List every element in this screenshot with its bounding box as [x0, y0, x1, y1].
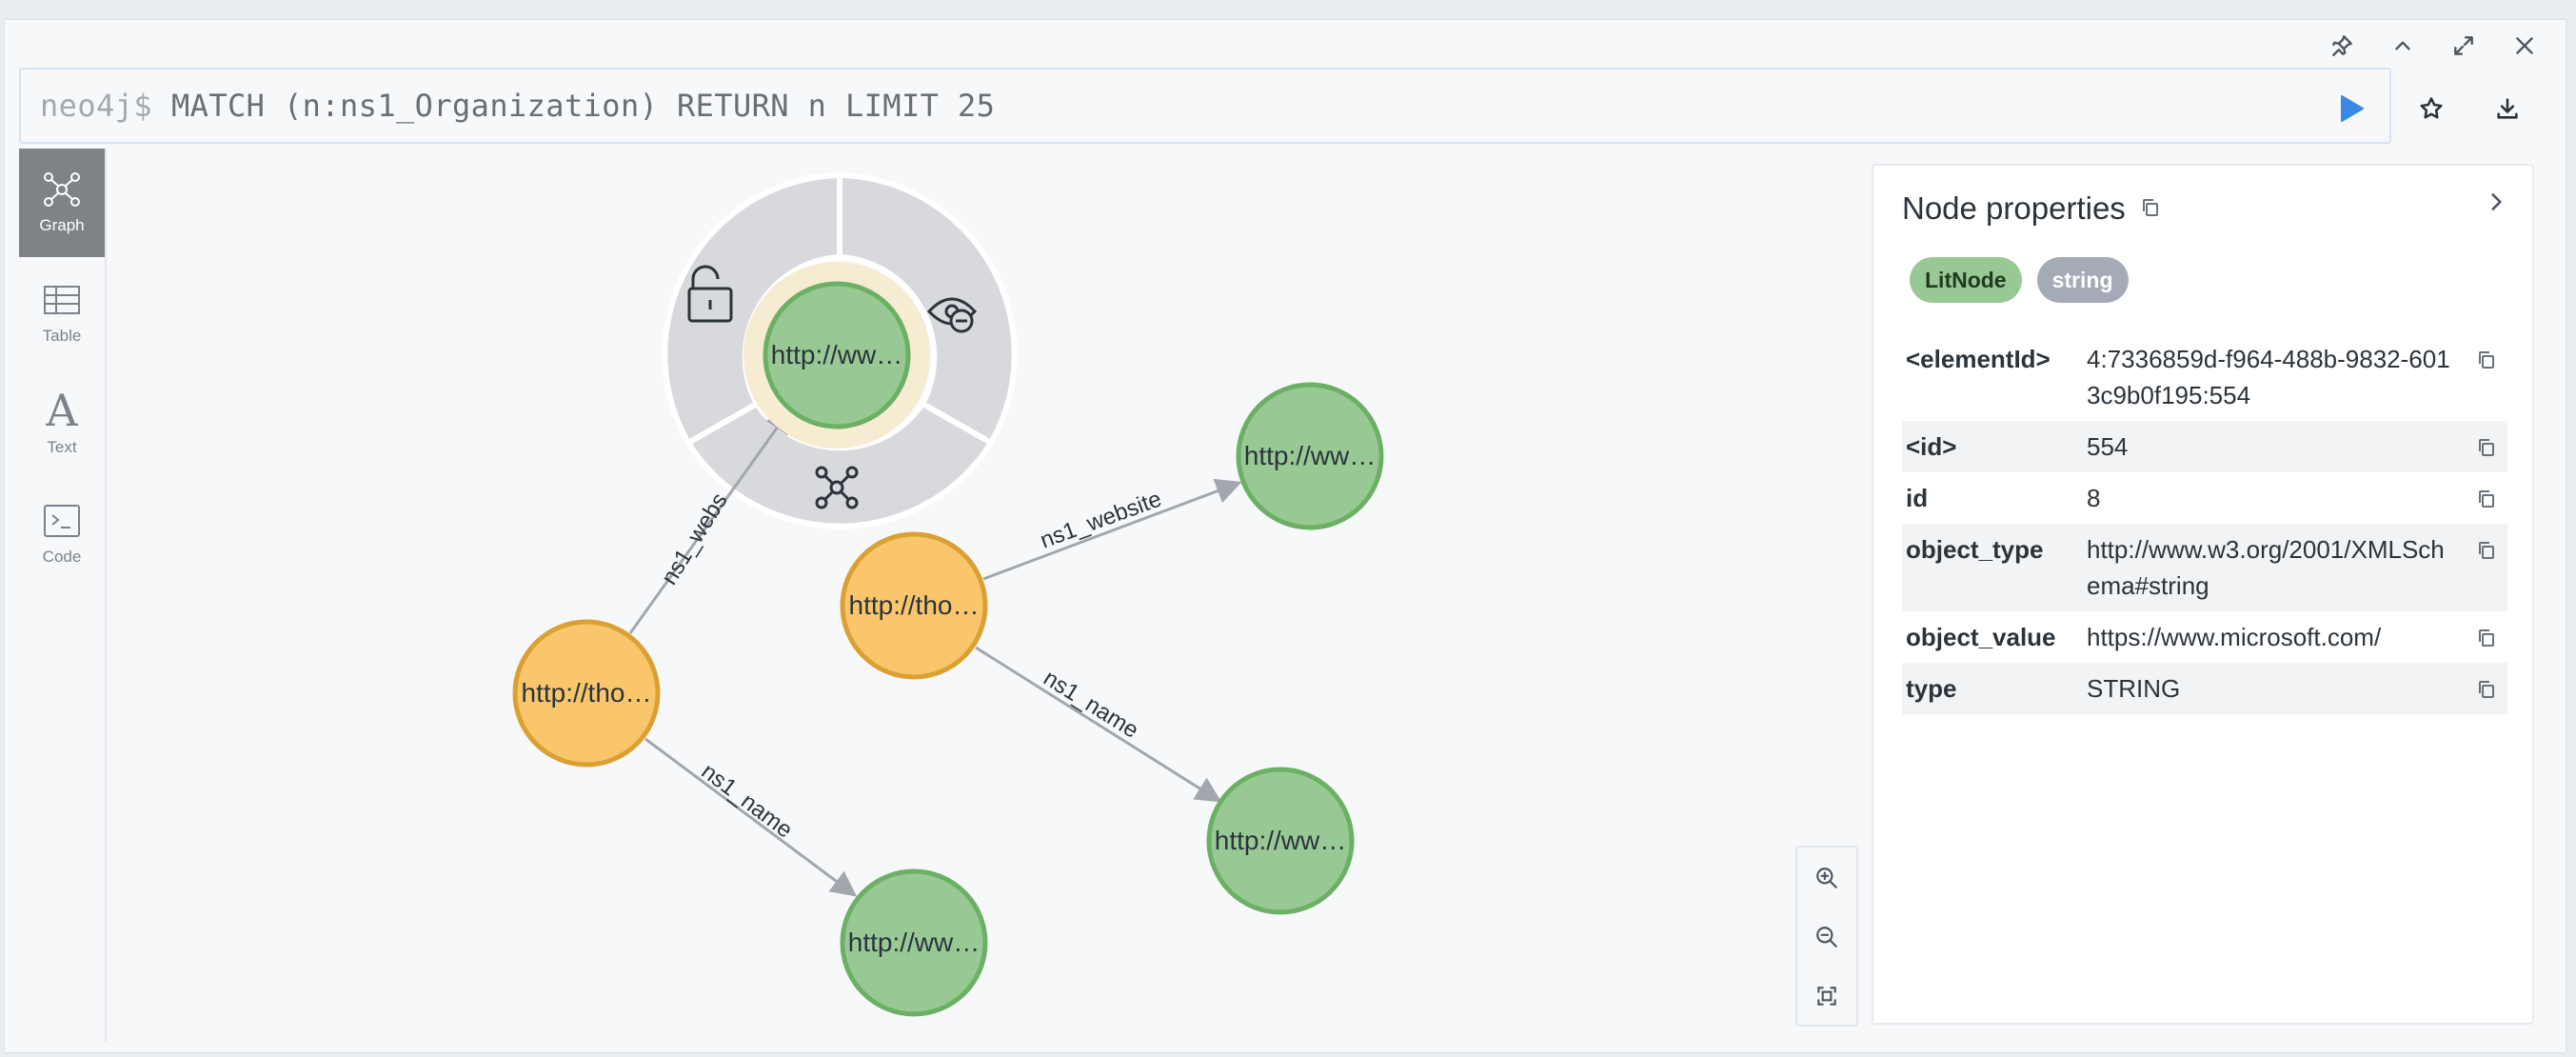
- properties-header: Node properties: [1902, 190, 2162, 227]
- view-table-label: Table: [42, 327, 82, 345]
- copy-icon[interactable]: [2475, 535, 2498, 559]
- run-query-button[interactable]: [2332, 90, 2370, 128]
- view-text-label: Text: [47, 438, 77, 456]
- download-icon: [2497, 98, 2518, 119]
- edge-label: ns1_website: [1037, 486, 1165, 553]
- property-row: <id> 554: [1902, 421, 2507, 472]
- graph-canvas[interactable]: ns1_webs ns1_website ns1_name ns1_name h…: [107, 149, 1858, 1042]
- close-icon[interactable]: [2506, 27, 2544, 65]
- view-code-button[interactable]: Code: [19, 480, 105, 588]
- copy-icon[interactable]: [2139, 190, 2162, 227]
- hide-icon: [926, 297, 978, 333]
- radial-menu: [662, 171, 1018, 529]
- radial-hide-segment[interactable]: [837, 171, 1018, 448]
- table-icon: [44, 286, 80, 314]
- property-value: https://www.microsoft.com/: [2087, 623, 2382, 651]
- collapse-up-icon[interactable]: [2384, 27, 2422, 65]
- view-code-label: Code: [42, 548, 82, 566]
- graph-node[interactable]: http://tho…: [512, 619, 661, 768]
- property-key: id: [1906, 484, 1929, 512]
- zoom-in-button[interactable]: [1806, 857, 1848, 899]
- view-graph-button[interactable]: Graph: [19, 149, 105, 257]
- chevron-right-icon: [2491, 193, 2502, 210]
- property-key: object_value: [1906, 623, 2056, 651]
- property-value: 554: [2087, 432, 2129, 461]
- copy-icon[interactable]: [2475, 484, 2498, 508]
- query-text[interactable]: MATCH (n:ns1_Organization) RETURN n LIMI…: [171, 88, 996, 124]
- property-row: object_value https://www.microsoft.com/: [1902, 611, 2507, 663]
- view-sidebar: Graph Table A Text Code: [19, 149, 107, 1042]
- unlock-icon: [687, 265, 733, 323]
- edge-label: ns1_name: [697, 759, 798, 844]
- text-icon: A: [46, 385, 78, 436]
- edge-n4-n6[interactable]: ns1_name: [644, 737, 858, 897]
- node-label: http://ww…: [771, 340, 902, 369]
- graph-svg[interactable]: ns1_webs ns1_website ns1_name ns1_name h…: [107, 149, 1858, 1042]
- pin-icon[interactable]: [2323, 27, 2361, 65]
- node-label: http://ww…: [848, 927, 980, 957]
- zoom-out-icon: [1816, 927, 1837, 947]
- edge-label: ns1_name: [1039, 665, 1142, 743]
- graph-icon: [44, 172, 80, 207]
- property-row: object_type http://www.w3.org/2001/XMLSc…: [1902, 524, 2507, 611]
- property-value: 4:7336859d-f964-488b-9832-6013c9b0f195:5…: [2087, 345, 2450, 409]
- property-value: http://www.w3.org/2001/XMLSchema#string: [2087, 535, 2445, 600]
- play-icon: [2341, 95, 2364, 122]
- view-text-button[interactable]: A Text: [19, 369, 105, 478]
- property-row: <elementId> 4:7336859d-f964-488b-9832-60…: [1902, 333, 2507, 421]
- zoom-in-icon: [1816, 868, 1837, 888]
- editor-prompt: neo4j$: [40, 88, 152, 124]
- node-labels: LitNode string: [1910, 257, 2129, 303]
- edge-label: ns1_webs: [657, 489, 733, 589]
- radial-expand-segment[interactable]: [684, 400, 996, 529]
- property-row: type STRING: [1902, 663, 2507, 714]
- collapse-panel-button[interactable]: [2477, 183, 2515, 221]
- property-value: 8: [2087, 484, 2101, 512]
- node-label: http://ww…: [1215, 826, 1346, 855]
- property-value: STRING: [2087, 674, 2181, 703]
- copy-icon[interactable]: [2475, 345, 2498, 369]
- graph-node[interactable]: http://ww…: [1206, 767, 1355, 915]
- fit-view-button[interactable]: [1806, 975, 1848, 1017]
- property-key: object_type: [1906, 535, 2044, 564]
- graph-node[interactable]: http://ww…: [840, 868, 988, 1017]
- label-chip-string[interactable]: string: [2036, 257, 2129, 303]
- property-key: <elementId>: [1906, 345, 2051, 373]
- view-graph-label: Graph: [39, 216, 85, 234]
- graph-node-selected[interactable]: http://ww…: [743, 262, 930, 449]
- property-key: type: [1906, 674, 1957, 703]
- zoom-controls: [1795, 846, 1858, 1027]
- edge-n3-n5[interactable]: ns1_name: [975, 646, 1222, 803]
- edge-n3-n2[interactable]: ns1_website: [982, 478, 1242, 581]
- copy-icon[interactable]: [2475, 432, 2498, 456]
- node-label: http://tho…: [849, 590, 980, 620]
- graph-node[interactable]: http://ww…: [1236, 382, 1384, 530]
- download-button[interactable]: [2487, 88, 2528, 130]
- query-editor[interactable]: neo4j$ MATCH (n:ns1_Organization) RETURN…: [19, 68, 2391, 144]
- fullscreen-icon[interactable]: [2445, 27, 2483, 65]
- expand-icon: [815, 466, 859, 509]
- star-icon: [2420, 97, 2443, 119]
- favorite-button[interactable]: [2410, 88, 2452, 130]
- code-icon: [44, 505, 80, 537]
- label-chip-litnode[interactable]: LitNode: [1910, 257, 2022, 303]
- properties-table: <elementId> 4:7336859d-f964-488b-9832-60…: [1902, 333, 2507, 714]
- view-table-button[interactable]: Table: [19, 259, 105, 368]
- copy-icon[interactable]: [2475, 674, 2498, 698]
- zoom-out-button[interactable]: [1806, 916, 1848, 958]
- copy-icon[interactable]: [2475, 623, 2498, 647]
- node-properties-panel: Node properties LitNode string <elementI…: [1872, 164, 2534, 1025]
- node-label: http://ww…: [1244, 441, 1376, 470]
- properties-title: Node properties: [1902, 190, 2126, 226]
- property-key: <id>: [1906, 432, 1957, 461]
- property-row: id 8: [1902, 472, 2507, 524]
- fit-icon: [1817, 987, 1836, 1006]
- graph-node[interactable]: http://tho…: [840, 531, 988, 680]
- node-label: http://tho…: [522, 678, 652, 708]
